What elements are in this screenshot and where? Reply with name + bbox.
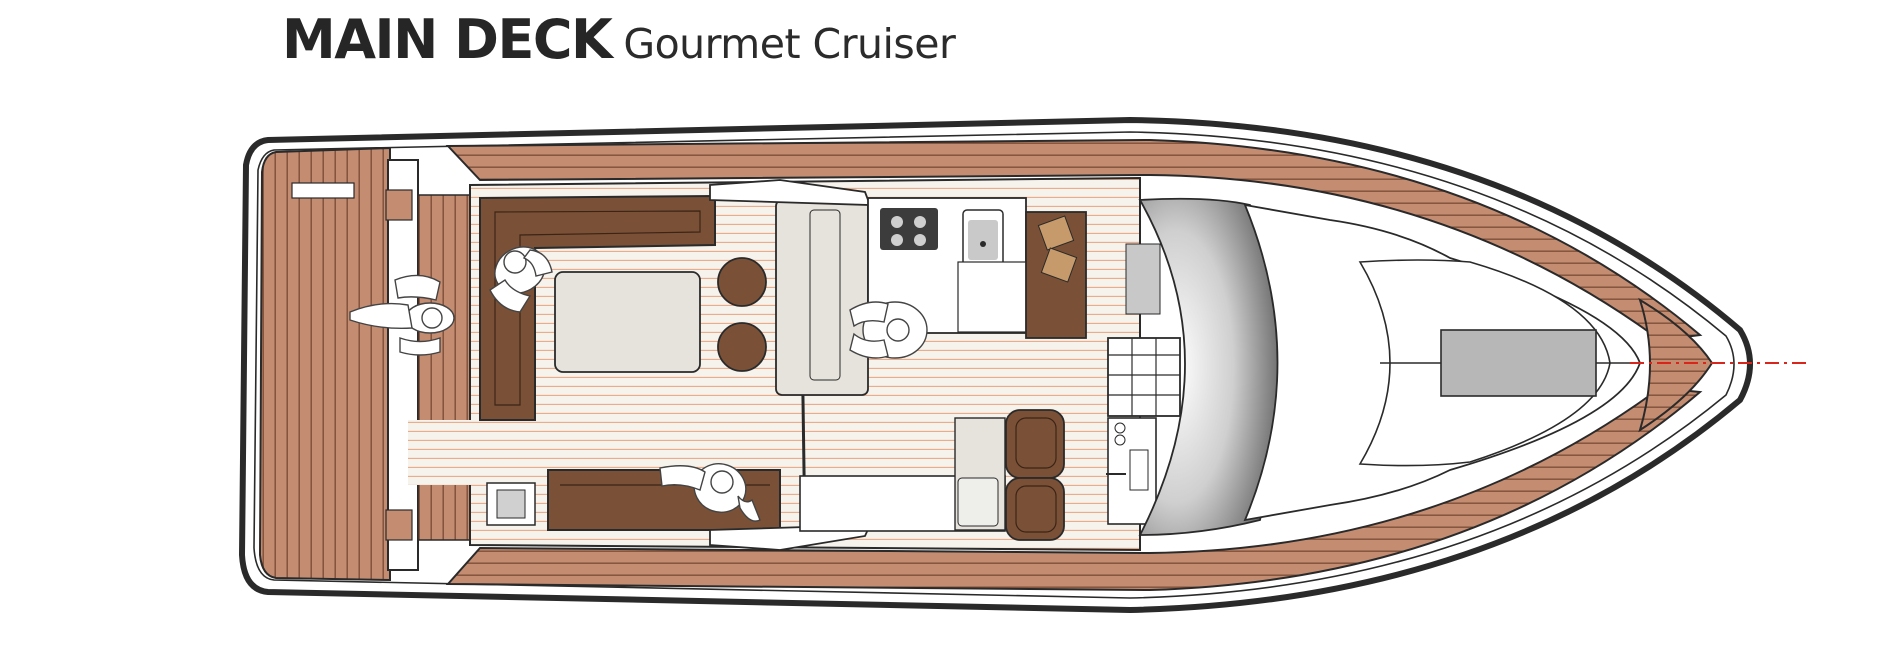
stairs-icon (1107, 337, 1181, 417)
cockpit-table (554, 271, 701, 373)
person-seated-icon (489, 246, 553, 313)
model-name: Gourmet Cruiser (623, 20, 956, 68)
galley (867, 197, 1029, 334)
hull-inner-line (253, 131, 1735, 599)
deck-name: MAIN DECK (282, 8, 613, 71)
person-seated-icon (849, 301, 928, 359)
person-seated-icon (659, 463, 761, 522)
person-standing-icon (349, 274, 455, 356)
aft-hatch (291, 182, 355, 199)
helm-seat-icon (1005, 409, 1065, 541)
stool-1 (717, 257, 767, 307)
windshield (1138, 197, 1284, 536)
deck-title: MAIN DECK Gourmet Cruiser (282, 8, 956, 88)
fridge-icon (1125, 243, 1161, 315)
stool-2 (717, 322, 767, 372)
grill-grate (496, 489, 526, 519)
bow-hatch (1440, 329, 1597, 397)
bow-deck (1638, 297, 1714, 433)
transom (385, 159, 471, 571)
aft-deck (258, 146, 391, 582)
dinette-bench (775, 199, 869, 396)
cooktop-icon (880, 208, 938, 250)
walkway-strip (408, 420, 503, 485)
